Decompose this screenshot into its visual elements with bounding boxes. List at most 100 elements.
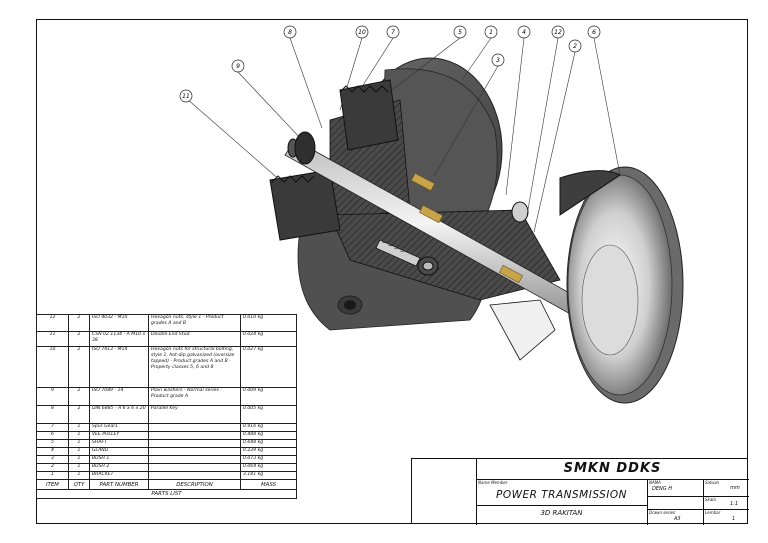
- keys-and-bushes: [411, 172, 523, 284]
- callout-number: 5: [458, 29, 462, 36]
- cell-part-number: VEE PULLEY: [89, 431, 149, 440]
- cell-description: Parallel Key: [148, 405, 241, 424]
- cell-mass: 0.005 kg: [240, 405, 297, 424]
- lembar-label: Lembar: [705, 510, 721, 515]
- cell-description: [148, 447, 241, 456]
- cell-part-number: SHAFT: [89, 439, 149, 448]
- callout-balloon: 5: [453, 25, 467, 39]
- callout-balloon: 4: [517, 25, 531, 39]
- callout-balloon: 9: [231, 59, 245, 73]
- callout-number: 6: [592, 29, 596, 36]
- double-end-stud: [375, 239, 439, 276]
- cell-part-number: BRACKET: [89, 471, 149, 480]
- cell-mass: 0.024 kg: [240, 331, 297, 347]
- callout-balloon: 7: [386, 25, 400, 39]
- callout-balloon: 8: [283, 25, 297, 39]
- callout-balloon: 3: [491, 53, 505, 67]
- header-mass: MASS: [240, 479, 297, 490]
- callout-balloon: 6: [587, 25, 601, 39]
- cell-mass: 0.073 kg: [240, 455, 297, 464]
- cell-mass: 0.239 kg: [240, 447, 297, 456]
- drawing-title: POWER TRANSMISSION: [496, 489, 627, 501]
- title-block: SMKN DDKS Name Member POWER TRANSMISSION…: [411, 458, 749, 525]
- cell-description: Hexagon nuts for structural bolting, sty…: [148, 346, 241, 388]
- callout-balloon: 2: [568, 39, 582, 53]
- leader-lines: [185, 37, 621, 233]
- cell-mass: 0.064 kg: [240, 463, 297, 472]
- cell-mass: 0.488 kg: [240, 431, 297, 440]
- nama-value: DENG H: [652, 486, 672, 492]
- cell-item: 4: [36, 447, 69, 456]
- callout-number: 11: [182, 93, 190, 100]
- cell-item: 8: [36, 405, 69, 424]
- cell-qty: 1: [68, 423, 90, 432]
- cell-description: Plain washers - Normal series - Product …: [148, 387, 241, 406]
- cell-qty: 1: [68, 447, 90, 456]
- cell-part-number: ISO 7089 - 14: [89, 387, 149, 406]
- callout-number: 2: [573, 43, 577, 50]
- nama-label: NAMA: [649, 480, 661, 485]
- cell-item: 2: [36, 463, 69, 472]
- name-member-label: Name Member: [478, 480, 508, 485]
- callout-number: 1: [489, 29, 493, 36]
- cell-part-number: ISO 7413 - M14: [89, 346, 149, 388]
- cell-description: [148, 439, 241, 448]
- cell-qty: 1: [68, 439, 90, 448]
- cell-mass: 0.009 kg: [240, 387, 297, 406]
- header-item: ITEM: [36, 479, 69, 490]
- cell-qty: 2: [68, 331, 90, 347]
- header-part-number: PART NUMBER: [89, 479, 149, 490]
- cell-item: 12: [36, 314, 69, 332]
- callout-balloon: 11: [179, 89, 193, 103]
- callout-balloon: 1: [484, 25, 498, 39]
- company-name: SMKN DDKS: [563, 461, 662, 476]
- spur-gear: [269, 79, 399, 241]
- vee-pulley: [559, 166, 684, 404]
- satuan-value: mm: [730, 485, 740, 491]
- cell-item: 6: [36, 431, 69, 440]
- cell-qty: 1: [68, 463, 90, 472]
- header-description: DESCRIPTION: [148, 479, 241, 490]
- lembar-value: 1: [732, 516, 736, 522]
- cell-item: 11: [36, 331, 69, 347]
- cell-qty: 2: [68, 387, 90, 406]
- cell-qty: 1: [68, 471, 90, 480]
- cell-qty: 1: [68, 431, 90, 440]
- cell-qty: 2: [68, 346, 90, 388]
- cell-description: Double End Stud: [148, 331, 241, 347]
- cell-mass: 0.027 kg: [240, 346, 297, 388]
- cell-mass: 0.010 kg: [240, 314, 297, 332]
- callout-number: 8: [288, 29, 292, 36]
- cell-description: [148, 455, 241, 464]
- cell-part-number: BUSH 1: [89, 455, 149, 464]
- callout-number: 3: [496, 57, 500, 64]
- header-qty: QTY: [68, 479, 90, 490]
- cell-mass: 0.916 kg: [240, 423, 297, 432]
- drawing-border: [36, 19, 748, 524]
- cell-part-number: CSN 02 1134 - A M10 x 38: [89, 331, 149, 347]
- skala-label: Skala: [705, 497, 716, 502]
- cell-description: [148, 471, 241, 480]
- parts-list-header: ITEM QTY PART NUMBER DESCRIPTION MASS: [36, 479, 297, 490]
- cell-item: 10: [36, 346, 69, 388]
- cell-item: 7: [36, 423, 69, 432]
- cell-part-number: BUSH 2: [89, 463, 149, 472]
- cell-item: 9: [36, 387, 69, 406]
- cell-item: 3: [36, 455, 69, 464]
- cell-description: [148, 463, 241, 472]
- cell-part-number: GLAND: [89, 447, 149, 456]
- cell-description: Hexagon nuts, style 1 - Product grades A…: [148, 314, 241, 332]
